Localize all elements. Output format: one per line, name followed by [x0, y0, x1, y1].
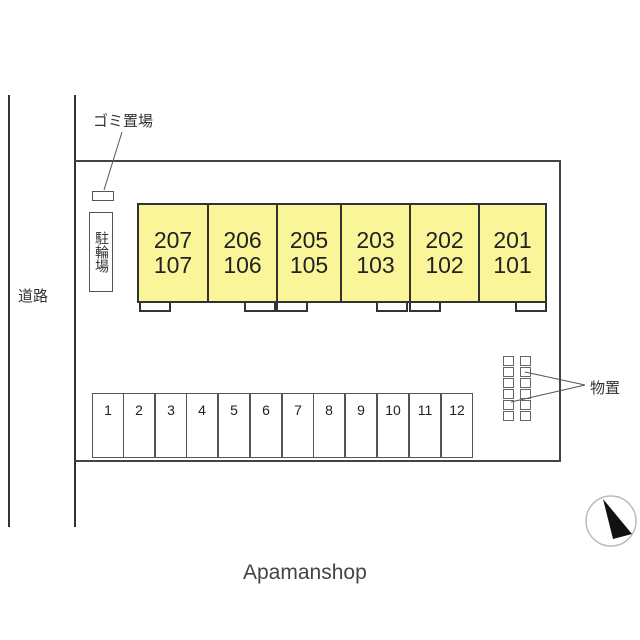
- unit-lower: 103: [356, 252, 395, 278]
- porch: [376, 303, 408, 312]
- road-edge-line: [8, 95, 10, 527]
- north-arrow-icon: [585, 495, 637, 547]
- unit-lower: 101: [493, 252, 532, 278]
- parking-space[interactable]: 6: [250, 393, 282, 458]
- parking-space[interactable]: 8: [313, 393, 345, 458]
- unit-lower: 102: [425, 252, 464, 278]
- lot-boundary: [75, 160, 561, 462]
- unit-upper: 202: [425, 227, 464, 253]
- porch: [515, 303, 547, 312]
- unit-lower: 107: [153, 252, 193, 278]
- parking-space[interactable]: 12: [441, 393, 473, 458]
- unit-upper: 207: [153, 227, 193, 253]
- porch: [139, 303, 171, 312]
- bicycle-label: 駐輪場: [93, 231, 109, 273]
- parking-space[interactable]: 5: [218, 393, 250, 458]
- parking-space[interactable]: 7: [282, 393, 314, 458]
- unit-lower: 105: [289, 252, 329, 278]
- parking-space[interactable]: 4: [186, 393, 218, 458]
- storage-column: [503, 356, 514, 422]
- unit-upper: 206: [223, 227, 262, 253]
- bicycle-parking: 駐輪場: [89, 212, 113, 292]
- garbage-label: ゴミ置場: [93, 112, 154, 130]
- parking-space[interactable]: 11: [409, 393, 441, 458]
- parking-space[interactable]: 10: [377, 393, 409, 458]
- lot-boundary-left: [74, 95, 76, 527]
- road-label: 道路: [18, 287, 49, 305]
- unit-upper: 201: [493, 227, 532, 253]
- porch: [244, 303, 276, 312]
- parking-space[interactable]: 9: [345, 393, 377, 458]
- parking-space[interactable]: 1: [92, 393, 124, 458]
- watermark: Apamanshop: [243, 561, 367, 584]
- porch: [409, 303, 441, 312]
- porch: [276, 303, 308, 312]
- parking-space[interactable]: 3: [155, 393, 187, 458]
- unit-lower: 106: [223, 252, 262, 278]
- unit-upper: 205: [289, 227, 329, 253]
- storage-column: [520, 356, 531, 422]
- storage-label: 物置: [590, 379, 621, 397]
- garbage-area: [92, 191, 114, 201]
- parking-space[interactable]: 2: [123, 393, 155, 458]
- unit-upper: 203: [356, 227, 395, 253]
